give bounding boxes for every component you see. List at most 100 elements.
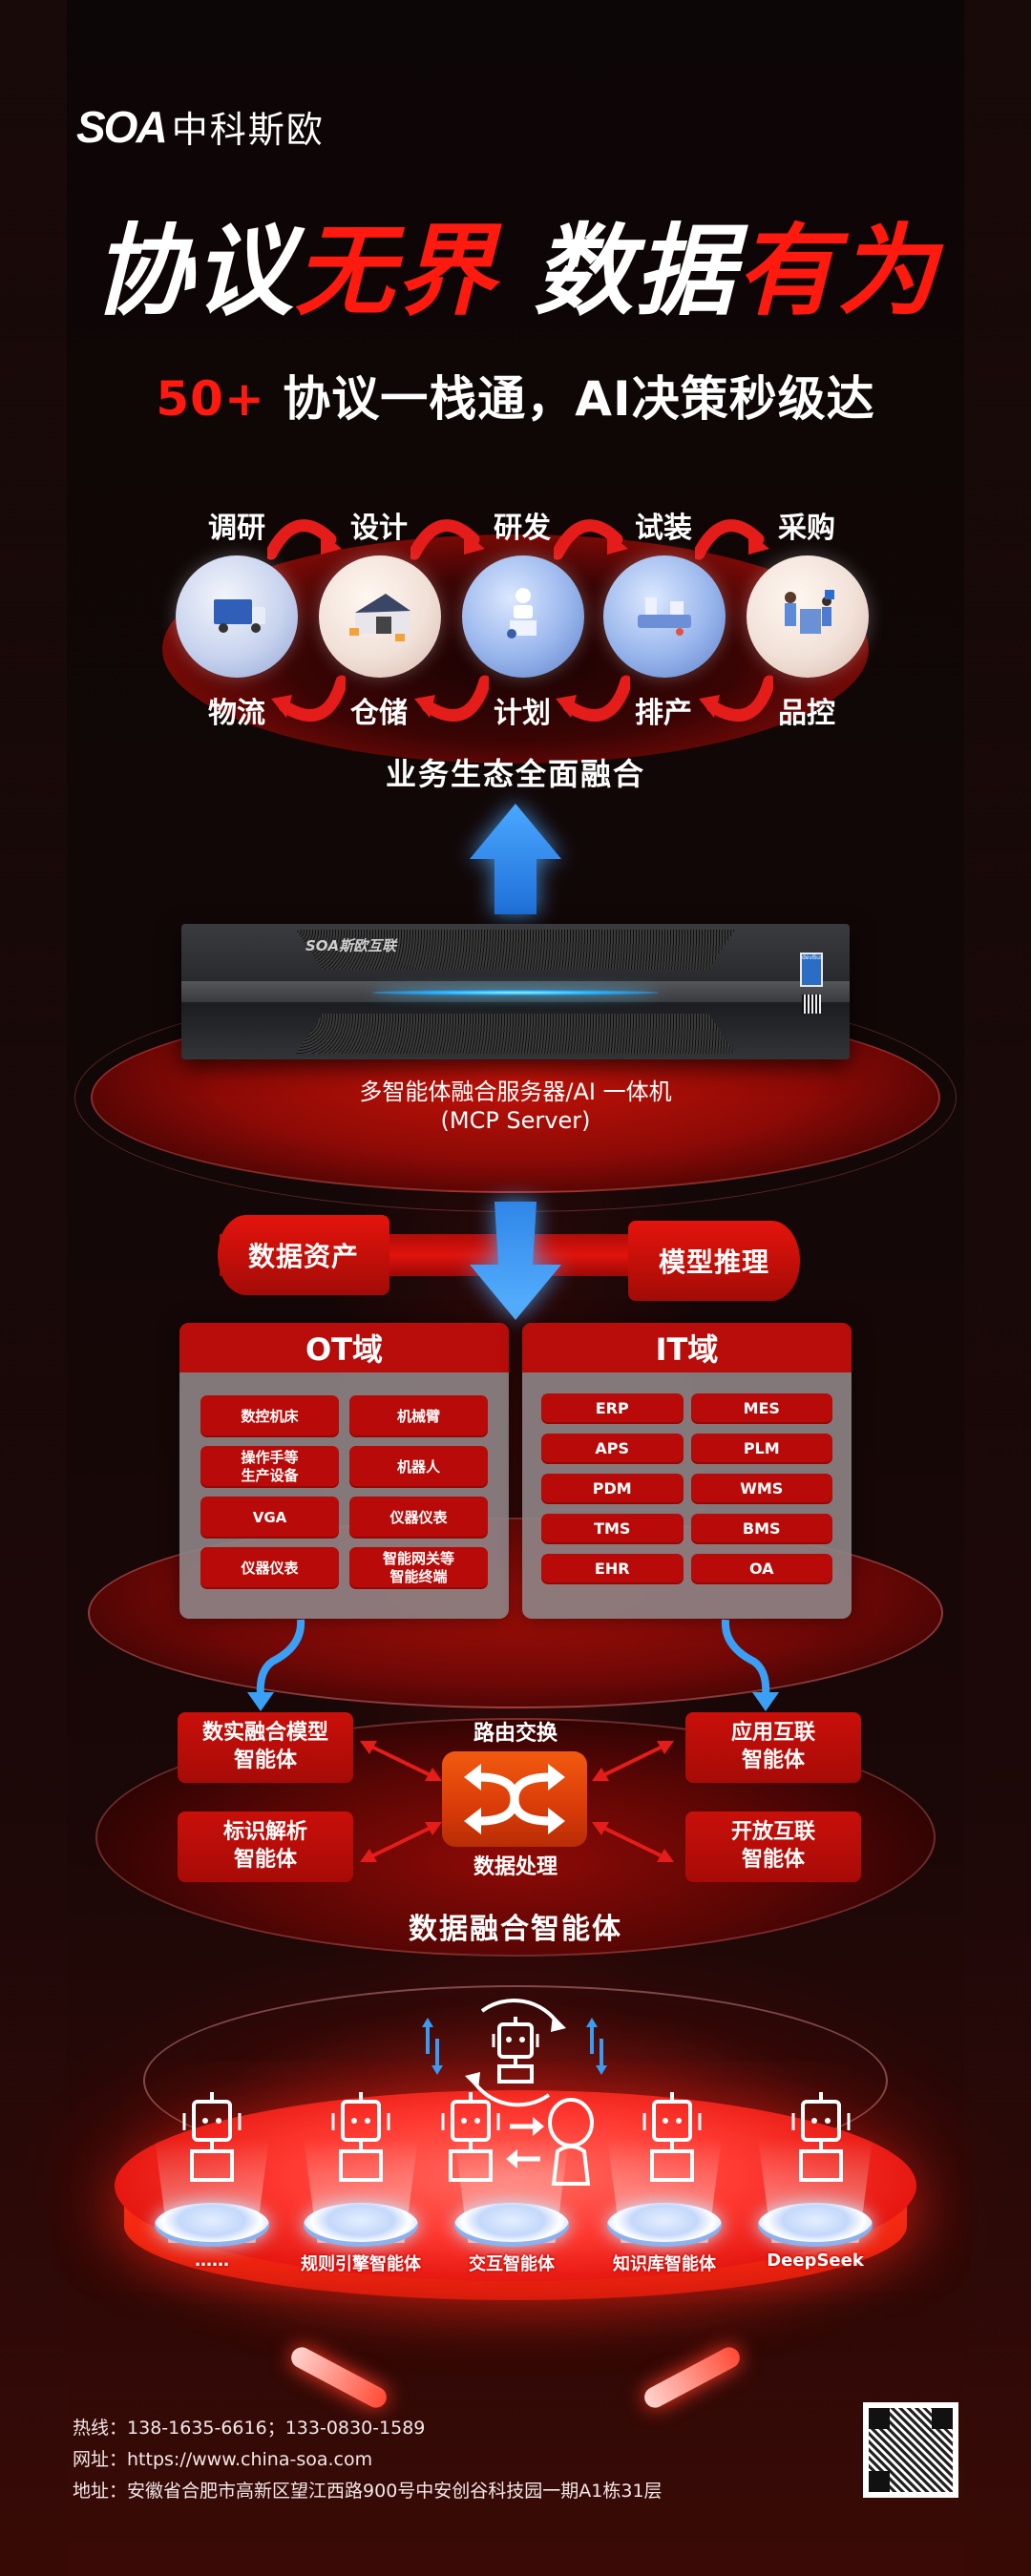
it-item: PDM [541,1474,684,1504]
warehouse-icon [319,555,441,678]
curved-arrow-left-icon [271,675,346,722]
step-label: 设计 [350,512,408,545]
address-row: 地址：安徽省合肥市高新区望江西路900号中安创谷科技园一期A1栋31层 [73,2481,663,2502]
hologram-disc [304,2203,418,2247]
step-label: 品控 [778,697,835,730]
agent-box-app-interconnect: 应用互联 智能体 [685,1712,861,1783]
server-badge: devBus [800,953,823,987]
step-label: 研发 [494,512,551,545]
curved-arrow-left-icon [414,675,489,722]
robot-label: DeepSeek [767,2251,864,2271]
up-down-arrows-icon [586,2018,607,2075]
server-sublabel: (MCP Server) [440,1107,591,1134]
subline-highlight: 50+ [156,371,265,427]
hologram-disc [607,2203,722,2247]
ot-item: 数控机床 [200,1395,339,1437]
ecosystem-title: 业务生态全面融合 [385,756,645,792]
it-item: EHR [541,1554,684,1584]
it-domain-panel: IT域 ERP MES APS PLM PDM WMS TMS BMS EHR … [522,1323,852,1619]
up-down-arrows-icon [422,2018,443,2075]
headline-part: 无界 [294,213,497,329]
it-item: APS [541,1434,684,1464]
logistics-truck-icon [176,555,298,678]
ot-item: 智能网关等 智能终端 [349,1547,488,1589]
website-row: 网址：https://www.china-soa.com [73,2449,373,2470]
headline: 协议无界 数据有为 [0,221,1031,321]
production-line-icon [603,555,726,678]
website-link[interactable]: https://www.china-soa.com [127,2449,373,2470]
robot-agent-icon [642,2092,702,2182]
hologram-disc [155,2203,269,2247]
quality-control-icon [747,555,869,678]
curved-arrow-left-icon [699,675,773,722]
ot-item: 仪器仪表 [349,1497,488,1539]
it-item: BMS [690,1514,832,1544]
hub-top-label: 路由交换 [473,1722,558,1746]
agent-box-identifier: 标识解析 智能体 [178,1812,353,1882]
step-label: 物流 [208,697,265,730]
ot-domain-panel: OT域 数控机床 机械臂 操作手等 生产设备 机器人 VGA 仪器仪表 仪器仪表… [179,1323,509,1619]
it-item: WMS [690,1474,832,1504]
ot-item: 操作手等 生产设备 [200,1446,339,1488]
ot-item: 仪器仪表 [200,1547,339,1589]
step-label: 仓储 [350,697,408,730]
agent-box-digital-fusion: 数实融合模型 智能体 [178,1712,353,1783]
hotline-row: 热线：138-1635-6616；133-0830-1589 [73,2418,426,2439]
it-item: PLM [690,1434,832,1464]
qr-code-icon[interactable] [863,2402,958,2498]
mcp-server-device: SOA斯欧互联 devBus [181,924,850,1059]
arrow-up-icon [470,804,561,914]
blue-curved-arrow-icon [721,1619,779,1711]
curved-arrow-left-icon [556,675,630,722]
curved-arrow-right-icon [554,519,628,560]
bidirectional-arrow-icon [592,1741,674,1781]
robot-label: 规则引擎智能体 [301,2254,421,2274]
exchange-arrows-icon [506,2117,544,2168]
step-label: 试装 [635,512,692,545]
robot-label: …… [195,2251,229,2271]
robot-agent-icon [441,2092,500,2182]
hub-bottom-label: 数据处理 [473,1855,558,1879]
headline-part: 数据 [534,213,737,329]
bidirectional-arrow-icon [360,1741,442,1781]
bidirectional-arrow-icon [592,1822,674,1862]
step-label: 采购 [778,512,835,545]
robot-agent-icon [182,2092,242,2182]
step-label: 计划 [494,697,551,730]
step-label: 排产 [635,697,692,730]
subheadline: 50+ 协议一栈通，AI决策秒级达 [0,361,1031,429]
ot-item: 机械臂 [349,1395,488,1437]
routing-switch-icon [442,1751,587,1847]
ot-domain-title: OT域 [179,1323,509,1372]
robot-label: 交互智能体 [469,2254,555,2274]
curved-arrow-right-icon [410,519,485,560]
data-assets-pipe: 数据资产 [218,1215,389,1295]
blue-curved-arrow-icon [247,1619,305,1711]
logo-mark: SOA [76,101,168,152]
it-item: MES [690,1393,832,1424]
logo-name: 中科斯欧 [171,109,325,151]
ot-item: VGA [200,1497,339,1539]
step-label: 调研 [208,512,265,545]
contact-info: 热线：138-1635-6616；133-0830-1589 网址：https:… [73,2413,663,2507]
brand-logo: SOA 中科斯欧 [76,100,325,153]
ai-robot-planning-icon [462,555,584,678]
hologram-disc [454,2203,569,2247]
arrow-down-icon [470,1202,561,1320]
curved-arrow-right-icon [695,519,769,560]
human-user-icon [548,2098,594,2186]
server-qr-icon [802,995,821,1014]
central-robot-cycle-icon [465,1998,566,2107]
hologram-disc [758,2203,873,2247]
it-item: OA [690,1554,832,1584]
agent-box-open-interconnect: 开放互联 智能体 [685,1812,861,1882]
it-item: ERP [541,1393,684,1424]
ot-item: 机器人 [349,1446,488,1488]
hotline-numbers[interactable]: 138-1635-6616；133-0830-1589 [127,2418,426,2439]
address-text: 安徽省合肥市高新区望江西路900号中安创谷科技园一期A1栋31层 [127,2481,663,2502]
server-brand-plate: SOA斯欧互联 [305,937,397,954]
subline-text: 协议一栈通，AI决策秒级达 [283,371,875,427]
curved-arrow-right-icon [267,519,342,560]
robot-agent-icon [791,2092,851,2182]
bidirectional-arrow-icon [360,1822,442,1862]
